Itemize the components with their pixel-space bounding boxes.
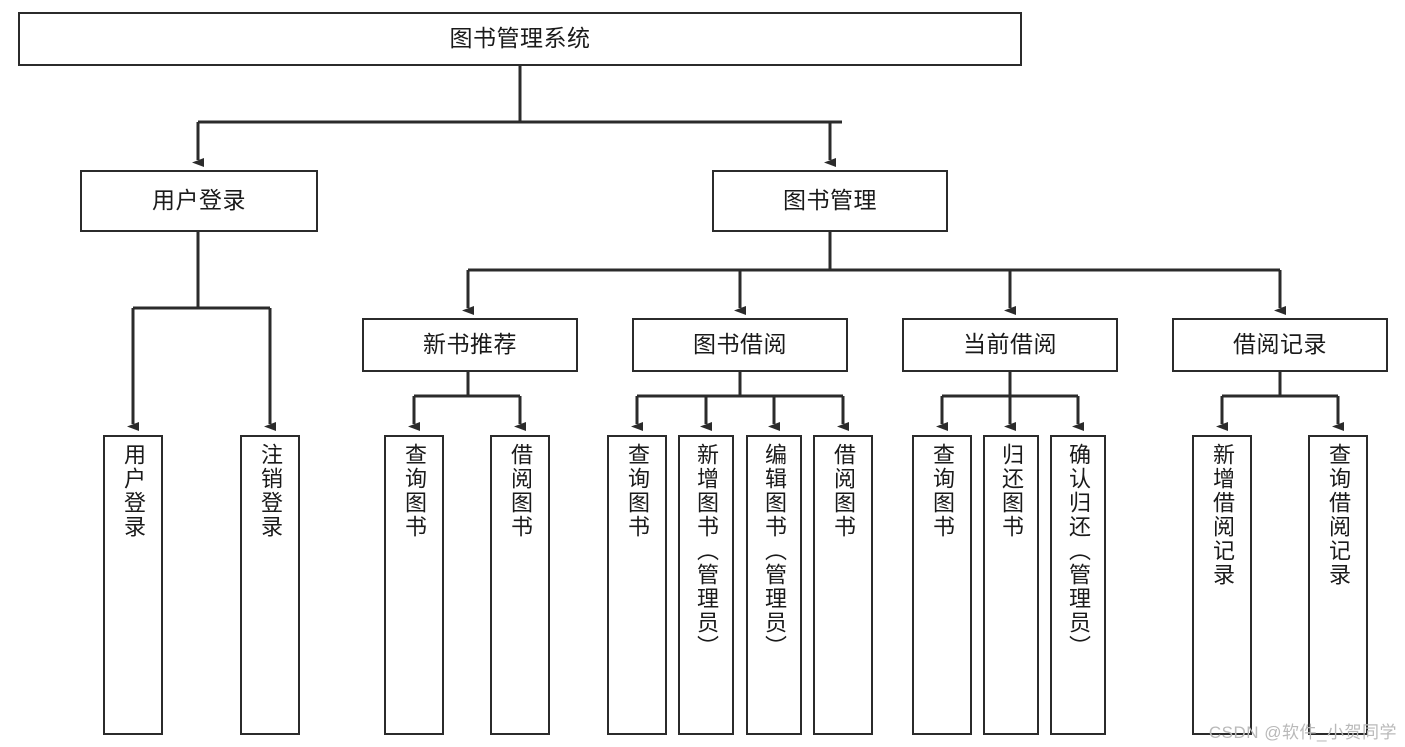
node-label: 图书管理系统: [449, 25, 591, 52]
leaf-query-book-borrow[interactable]: 查询图书: [607, 435, 667, 735]
node-label: 查询图书: [625, 443, 650, 539]
leaf-query-borrow-record[interactable]: 查询借阅记录: [1308, 435, 1368, 735]
node-label: 用户登录: [121, 443, 146, 539]
leaf-return-book[interactable]: 归还图书: [983, 435, 1039, 735]
node-new-book-recommend[interactable]: 新书推荐: [362, 318, 578, 372]
node-label: 借阅记录: [1233, 331, 1327, 358]
leaf-logout[interactable]: 注销登录: [240, 435, 300, 735]
node-label: 确认归还（管理员）: [1066, 443, 1091, 659]
node-book-management[interactable]: 图书管理: [712, 170, 948, 232]
leaf-query-book-current[interactable]: 查询图书: [912, 435, 972, 735]
leaf-user-login[interactable]: 用户登录: [103, 435, 163, 735]
leaf-edit-book-admin[interactable]: 编辑图书（管理员）: [746, 435, 802, 735]
node-label: 查询借阅记录: [1326, 443, 1351, 587]
leaf-add-borrow-record[interactable]: 新增借阅记录: [1192, 435, 1252, 735]
watermark: CSDN @软件_小贺同学: [1208, 723, 1397, 742]
node-label: 归还图书: [999, 443, 1024, 539]
node-label: 图书借阅: [693, 331, 787, 358]
node-current-borrow[interactable]: 当前借阅: [902, 318, 1118, 372]
node-label: 查询图书: [402, 443, 427, 539]
node-label: 借阅图书: [831, 443, 856, 539]
node-label: 新增图书（管理员）: [694, 443, 719, 659]
node-root-system[interactable]: 图书管理系统: [18, 12, 1022, 66]
node-label: 图书管理: [783, 187, 877, 214]
node-user-login[interactable]: 用户登录: [80, 170, 318, 232]
leaf-add-book-admin[interactable]: 新增图书（管理员）: [678, 435, 734, 735]
node-book-borrow[interactable]: 图书借阅: [632, 318, 848, 372]
node-label: 用户登录: [152, 187, 246, 214]
node-label: 编辑图书（管理员）: [762, 443, 787, 659]
node-label: 新增借阅记录: [1210, 443, 1235, 587]
node-label: 当前借阅: [963, 331, 1057, 358]
node-label: 查询图书: [930, 443, 955, 539]
node-label: 借阅图书: [508, 443, 533, 539]
node-label: 新书推荐: [423, 331, 517, 358]
leaf-confirm-return-admin[interactable]: 确认归还（管理员）: [1050, 435, 1106, 735]
leaf-borrow-book[interactable]: 借阅图书: [813, 435, 873, 735]
leaf-query-book-recommend[interactable]: 查询图书: [384, 435, 444, 735]
node-label: 注销登录: [258, 443, 283, 539]
node-borrow-record[interactable]: 借阅记录: [1172, 318, 1388, 372]
leaf-borrow-book-recommend[interactable]: 借阅图书: [490, 435, 550, 735]
